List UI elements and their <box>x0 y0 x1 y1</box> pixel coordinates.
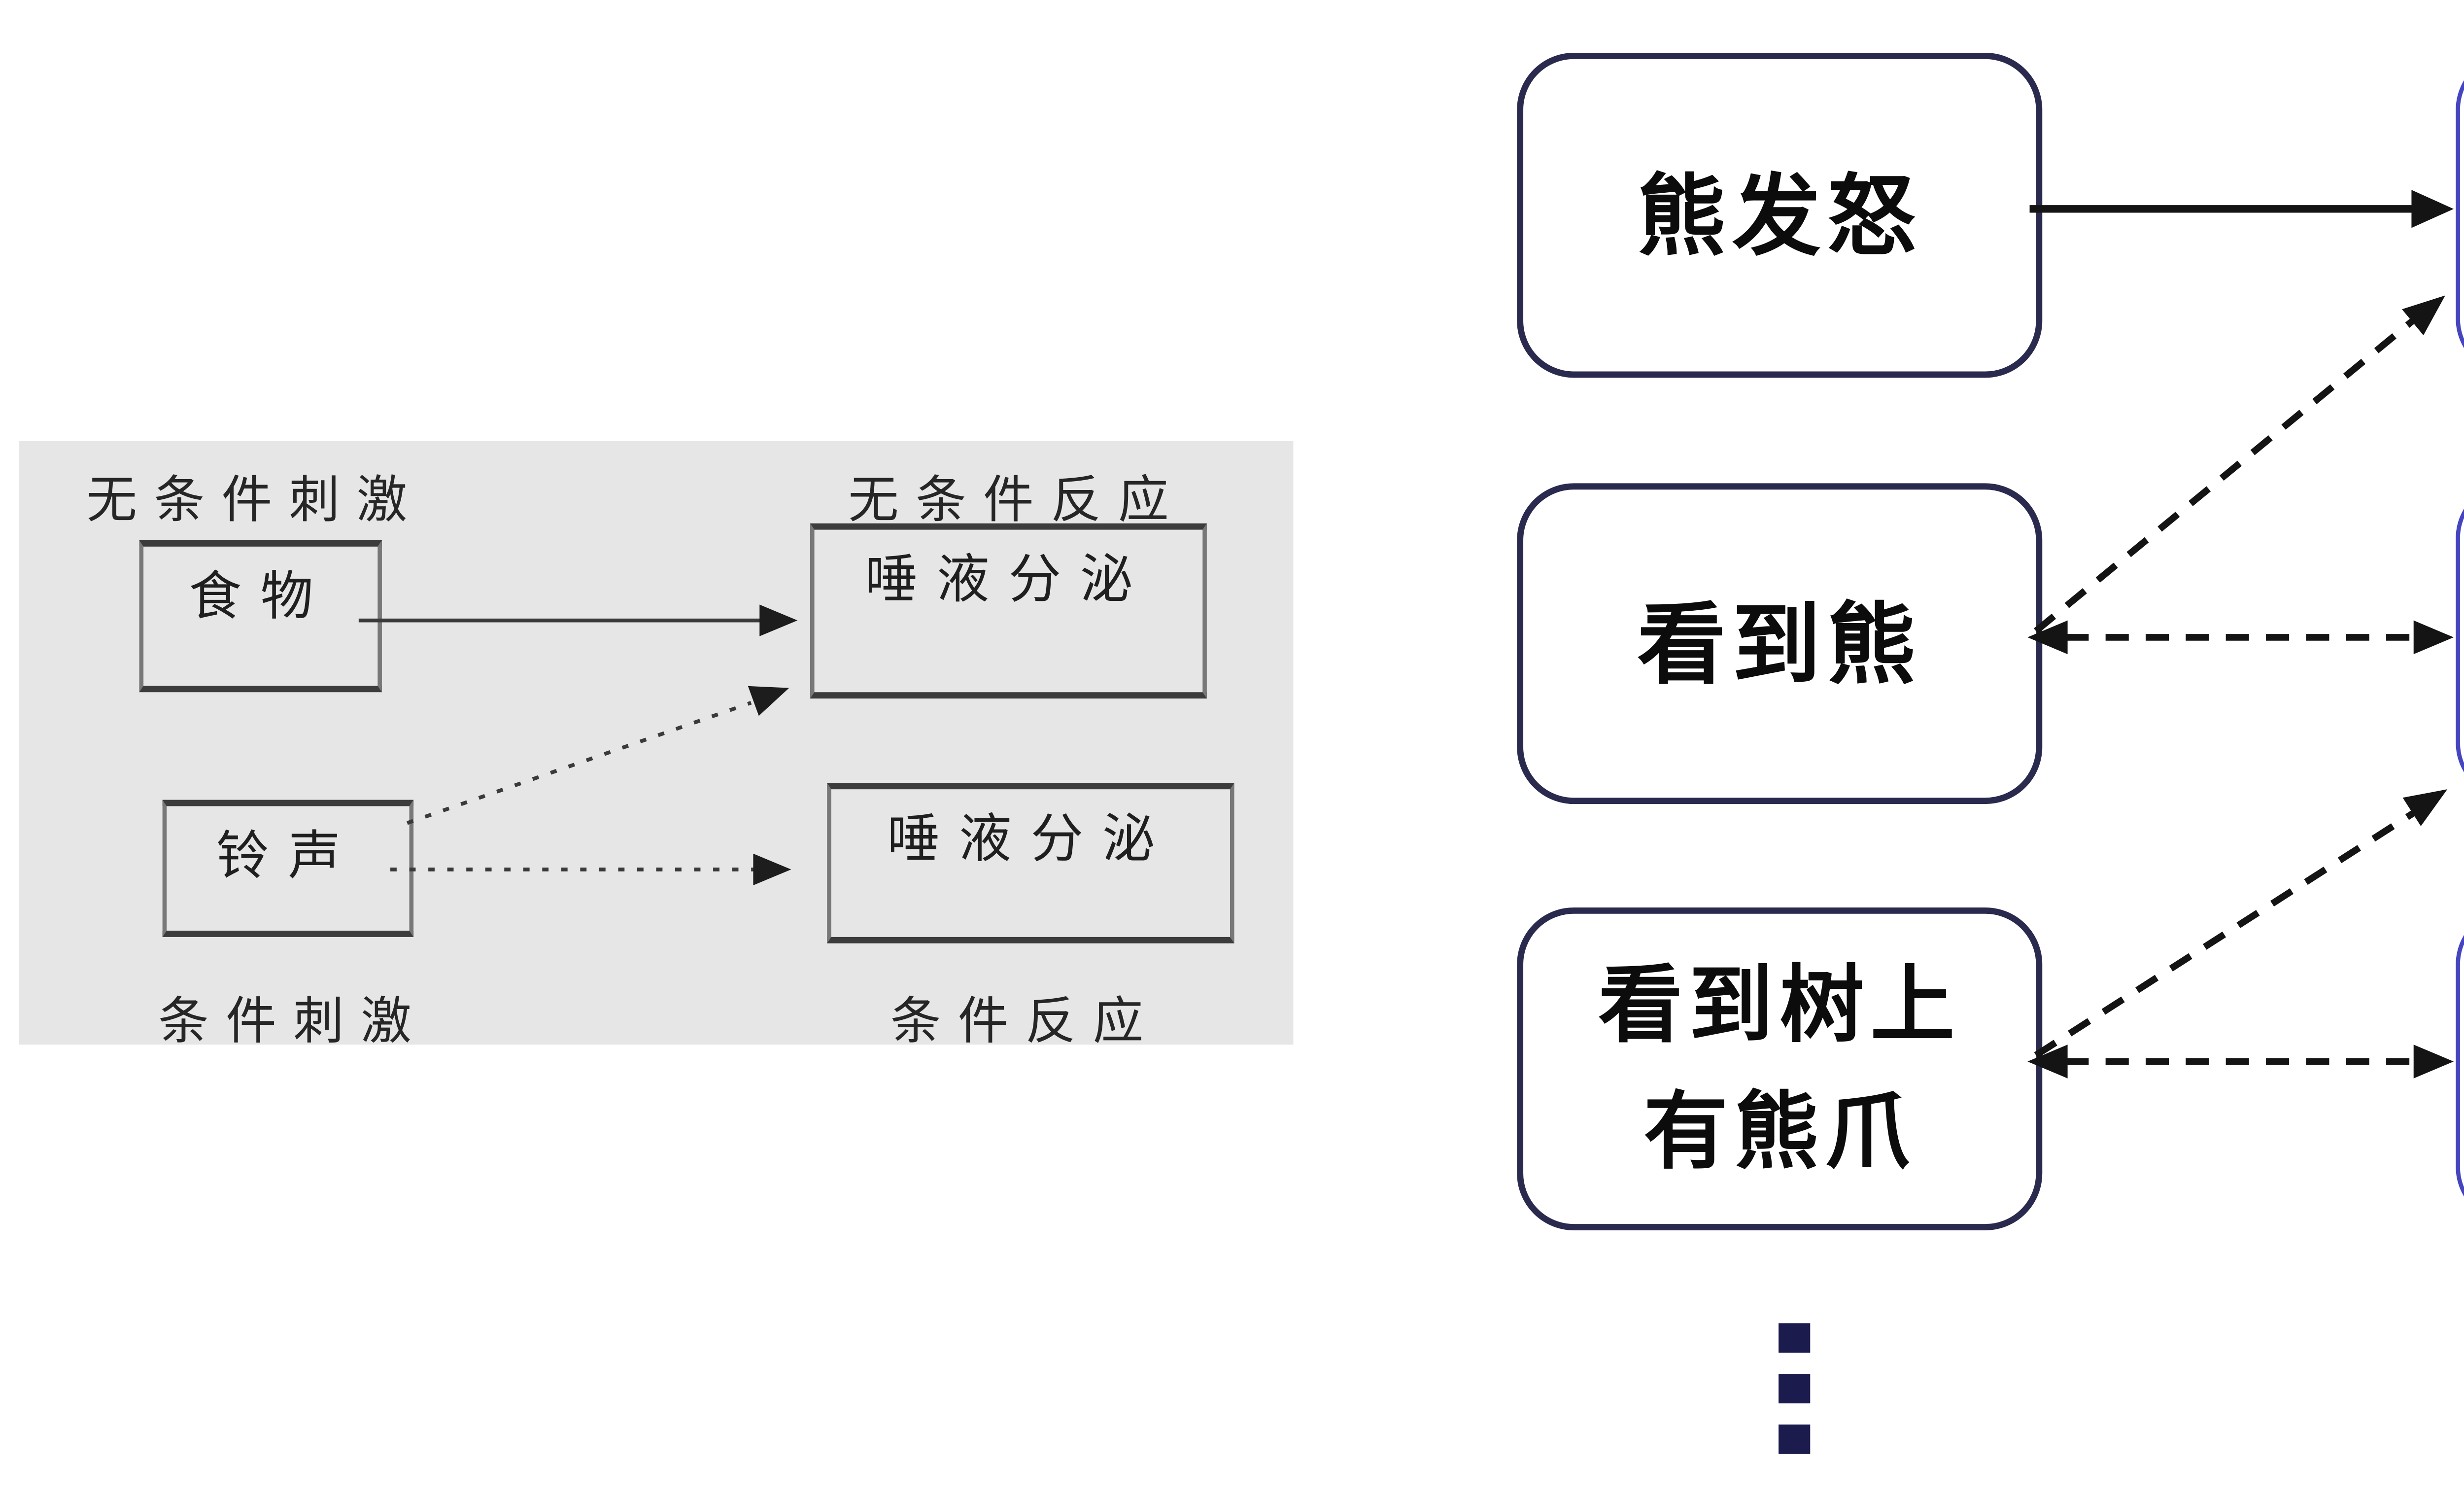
box-food-label: 食物 <box>189 567 333 627</box>
box-bell-label: 铃声 <box>216 827 360 887</box>
box-bear-angry: 熊发怒 <box>1517 53 2043 378</box>
ellipsis-square <box>1779 1323 1811 1353</box>
label-unconditioned-response: 无条件反应 <box>848 473 1186 530</box>
box-conditioned-response: 唾液分泌 <box>827 783 1234 943</box>
box-conditioned-response-label: 唾液分泌 <box>887 810 1174 870</box>
box-food: 食物 <box>139 540 382 693</box>
label-conditioned-stimulus: 条件刺激 <box>158 994 429 1051</box>
box-see-bear: 看到熊 <box>1517 483 2043 804</box>
box-bell: 铃声 <box>162 800 414 937</box>
ellipsis-square <box>1779 1374 1811 1404</box>
label-conditioned-response: 条件反应 <box>890 994 1161 1051</box>
box-reward: 奖励 <box>2456 53 2464 376</box>
box-bear-angry-label: 熊发怒 <box>1637 166 1922 265</box>
box-value-s: V(s) <box>2456 907 2464 1224</box>
ellipsis-stimulus-column <box>1779 1323 1811 1475</box>
arrow-bear-to-reward <box>2029 190 2454 228</box>
arrow-see-claw-value-s <box>2027 1045 2454 1079</box>
box-value-s-prime: V(s′) <box>2456 481 2464 800</box>
arrow-see-bear-to-reward <box>2034 295 2445 634</box>
pavlov-panel: 无条件刺激 无条件反应 条件刺激 条件反应 食物 唾液分泌 铃声 唾液分泌 <box>19 441 1294 1051</box>
box-see-bear-label: 看到熊 <box>1637 594 1922 694</box>
arrow-see-bear-value-sprime <box>2027 620 2454 655</box>
label-unconditioned-stimulus: 无条件刺激 <box>86 473 424 530</box>
box-see-claw-marks: 看到树上 有熊爪 <box>1517 907 2043 1230</box>
box-unconditioned-response-label: 唾液分泌 <box>865 551 1152 610</box>
box-unconditioned-response: 唾液分泌 <box>810 523 1207 699</box>
ellipsis-square <box>1779 1424 1811 1454</box>
box-see-claw-marks-label: 看到树上 有熊爪 <box>1598 959 1961 1179</box>
arrow-see-claw-to-value-sprime <box>2034 789 2448 1058</box>
